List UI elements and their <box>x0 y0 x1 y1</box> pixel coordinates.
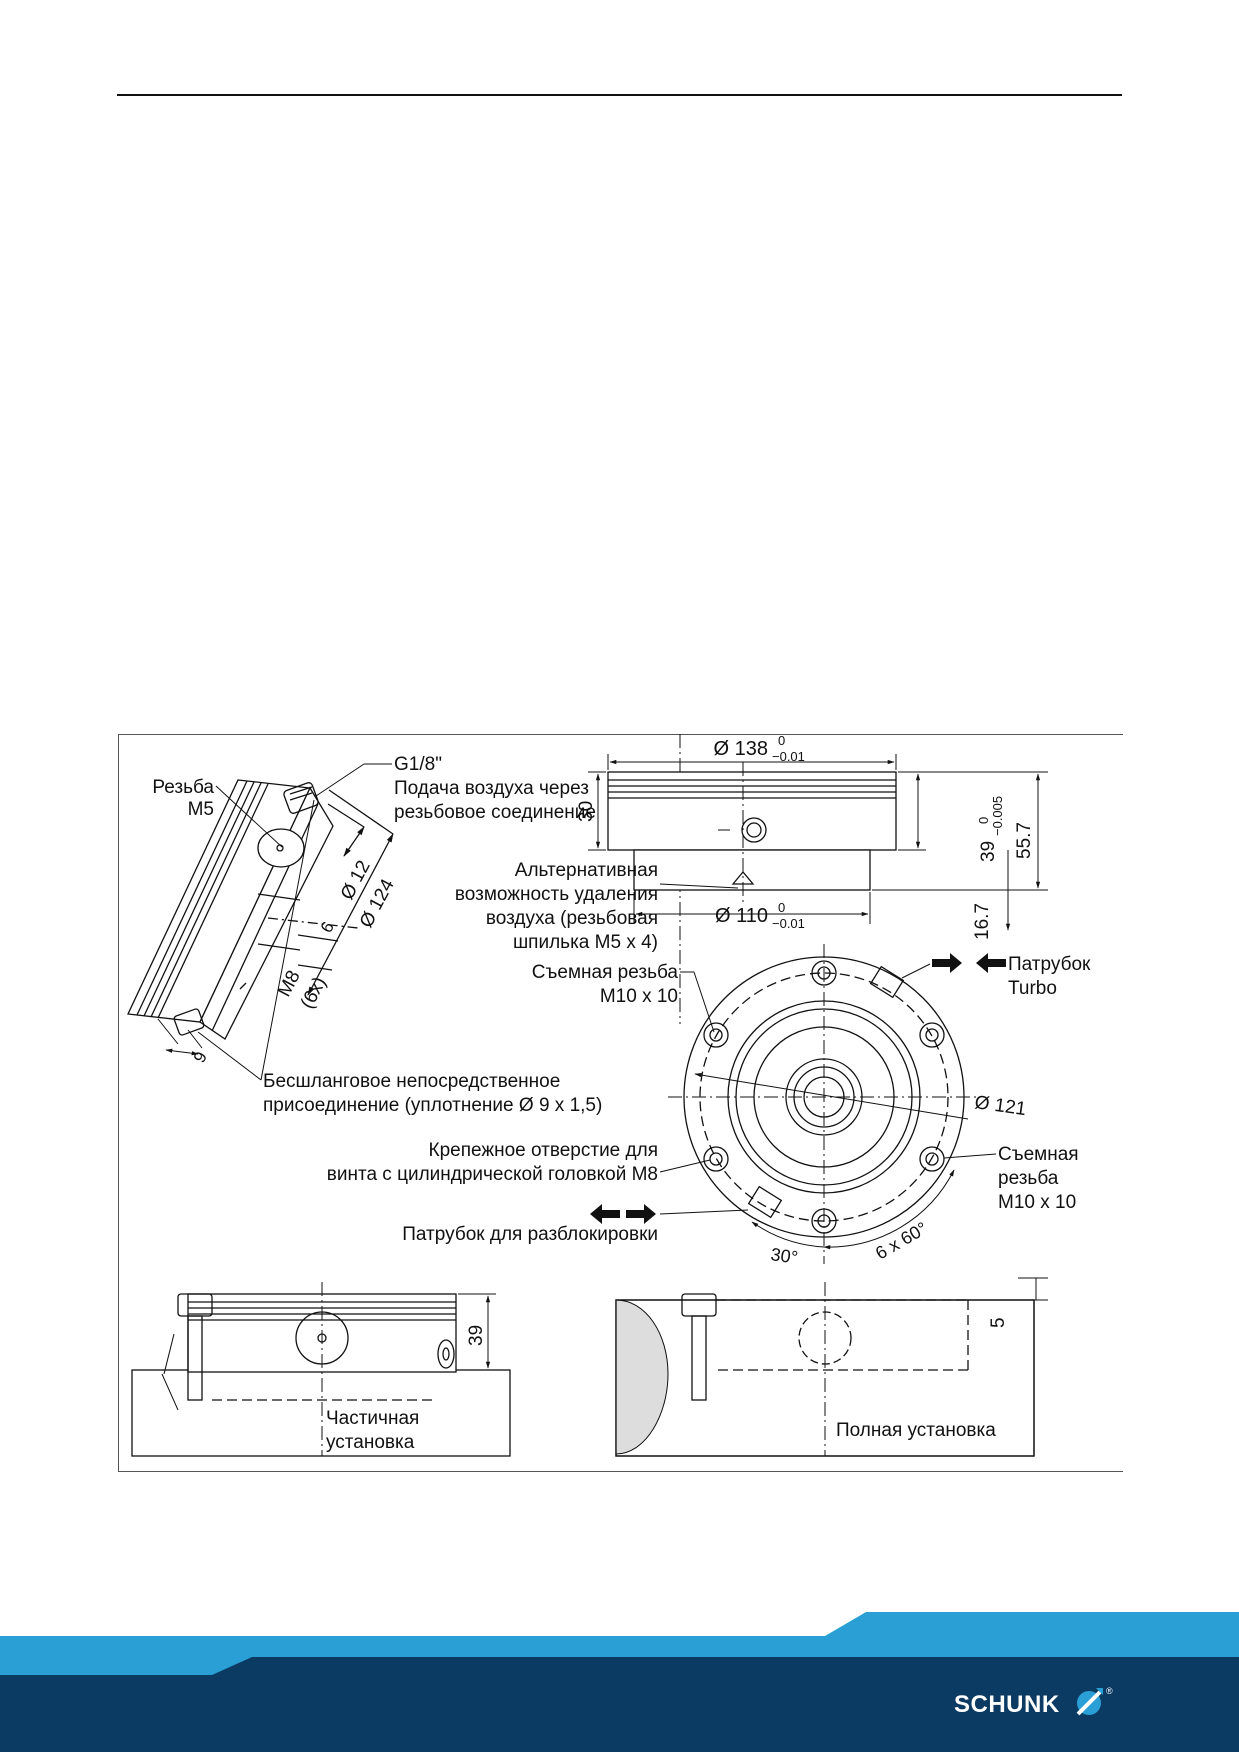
brand-name: SCHUNK <box>954 1691 1060 1718</box>
dim-d138-tol-lower: −0.01 <box>772 749 805 764</box>
dim-39-bottom: 39 <box>466 1325 487 1346</box>
full-installation-view <box>615 1277 1048 1457</box>
dim-6: 6 <box>317 919 338 936</box>
label-removable-right-3: M10 x 10 <box>998 1192 1076 1213</box>
label-alt-3: воздуха (резьбовая <box>486 908 658 929</box>
label-partial-2: установка <box>326 1432 415 1453</box>
label-removable-right-1: Съемная <box>998 1144 1079 1165</box>
dim-55-7: 55.7 <box>1014 822 1035 859</box>
label-alt-2: возможность удаления <box>455 884 658 905</box>
isometric-view <box>127 779 394 1056</box>
label-mounting-1: Крепежное отверстие для <box>429 1140 658 1161</box>
turbo-arrows-icon <box>932 953 1006 973</box>
label-hoseless-1: Бесшланговое непосредственное <box>263 1071 560 1092</box>
dim-d138: Ø 138 <box>714 738 768 760</box>
dim-d138-tol-upper: 0 <box>778 734 785 748</box>
dim-d110-tol-lower: −0.01 <box>772 916 805 931</box>
dim-16-7: 16.7 <box>972 903 993 940</box>
dim-30: 30 <box>576 801 597 822</box>
label-thread-m5-2: M5 <box>188 799 214 820</box>
schunk-logo: SCHUNK ® <box>936 1680 1124 1726</box>
technical-drawing: Резьба M5 G1/8" Подача воздуха через рез… <box>127 734 1091 1457</box>
label-thread-m5-1: Резьба <box>152 777 214 798</box>
dim-39: 39 <box>978 841 999 862</box>
label-alt-4: шпилька M5 x 4) <box>513 932 658 953</box>
dim-39-tol-upper: 0 <box>976 817 991 824</box>
unlock-arrows-icon <box>590 1204 656 1224</box>
dim-39-tol-lower: −0.005 <box>990 796 1005 836</box>
dim-d110-tol-upper: 0 <box>778 900 785 915</box>
label-hoseless-2: присоединение (уплотнение Ø 9 x 1,5) <box>263 1095 602 1116</box>
side-view-main-body <box>607 771 897 891</box>
dim-d110: Ø 110 <box>715 905 768 927</box>
label-partial-1: Частичная <box>326 1408 419 1429</box>
label-turbo-2: Turbo <box>1008 978 1057 999</box>
label-g18: G1/8" <box>394 754 442 775</box>
dim-5: 5 <box>988 1317 1009 1328</box>
dim-9: 9 <box>190 1049 211 1066</box>
label-removable-left-2: M10 x 10 <box>600 986 678 1007</box>
top-view <box>668 944 980 1264</box>
label-mounting-2: винта с цилиндрической головкой M8 <box>327 1164 658 1185</box>
header-rule <box>117 94 1122 96</box>
drawing-frame <box>118 734 1123 1472</box>
dim-d121: Ø 121 <box>973 1092 1027 1120</box>
partial-installation-view <box>131 1282 511 1457</box>
brand-registered: ® <box>1106 1686 1113 1696</box>
schunk-logo-icon <box>1076 1688 1103 1716</box>
side-dimensions <box>588 754 1048 931</box>
label-full-installation: Полная установка <box>836 1420 996 1441</box>
label-air-supply-1: Подача воздуха через <box>394 778 589 799</box>
label-removable-left-1: Съемная резьба <box>532 962 679 983</box>
footer-band <box>0 1612 1239 1752</box>
label-turbo-1: Патрубок <box>1008 954 1091 975</box>
dim-30deg: 30° <box>769 1244 799 1268</box>
label-air-supply-2: резьбовое соединение <box>394 802 596 823</box>
label-removable-right-2: резьба <box>998 1168 1059 1189</box>
label-unlock: Патрубок для разблокировки <box>402 1224 658 1245</box>
label-alt-1: Альтернативная <box>515 860 658 881</box>
